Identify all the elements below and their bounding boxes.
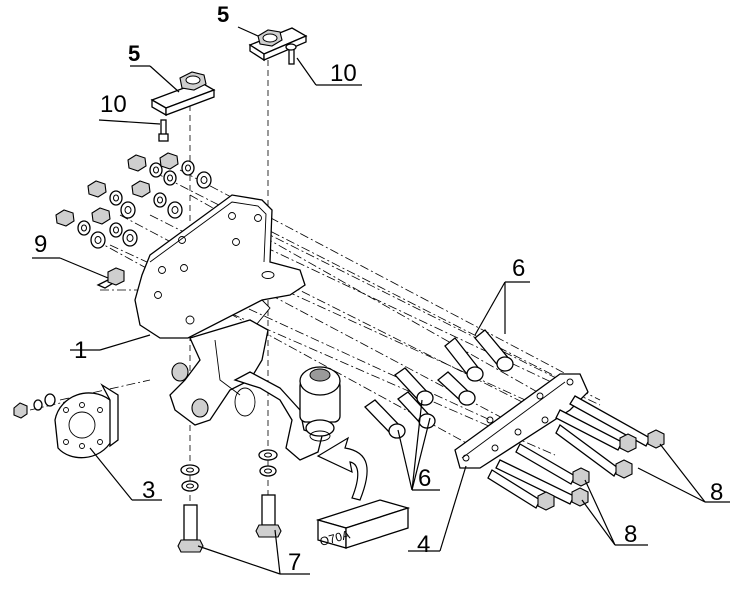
spacer-plate-left xyxy=(150,71,216,117)
curved-arrow xyxy=(316,436,368,501)
label-5-top: 5 xyxy=(217,2,229,27)
label-10-left: 10 xyxy=(100,91,127,118)
long-bolts xyxy=(487,395,665,511)
label-8-right: 8 xyxy=(710,479,723,506)
label-7: 7 xyxy=(288,549,301,576)
spacer-plate-top xyxy=(248,27,308,62)
leader-lines xyxy=(32,26,730,575)
label-6-bottom: 6 xyxy=(418,465,431,492)
label-9: 9 xyxy=(34,231,47,258)
nuts-and-washers xyxy=(55,152,212,249)
main-bracket xyxy=(134,194,323,461)
bolt-10-left xyxy=(158,119,169,142)
bolt-9 xyxy=(96,267,125,289)
label-6-top: 6 xyxy=(512,255,525,282)
label-1: 1 xyxy=(74,337,87,364)
label-4: 4 xyxy=(417,531,430,558)
code-box: O70A xyxy=(315,499,411,549)
label-10-top: 10 xyxy=(330,60,357,87)
spacer-tubes xyxy=(364,329,514,439)
bolt-10-top xyxy=(285,43,297,65)
socket-plate xyxy=(13,383,119,459)
label-5-left: 5 xyxy=(128,41,140,66)
label-8-bottom: 8 xyxy=(624,521,637,548)
label-3: 3 xyxy=(142,477,155,504)
bolts-7 xyxy=(177,449,282,553)
tow-ball xyxy=(299,366,341,442)
